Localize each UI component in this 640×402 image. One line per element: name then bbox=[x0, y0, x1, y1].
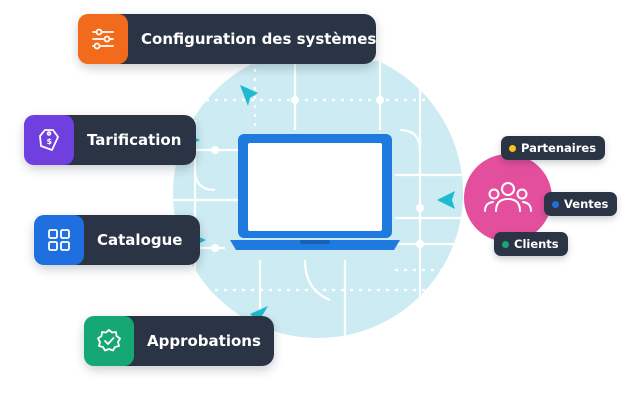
card-catalogue-label: Catalogue bbox=[97, 231, 183, 249]
users-icon bbox=[484, 182, 532, 212]
clients-dot bbox=[502, 240, 509, 248]
sliders-icon bbox=[92, 28, 114, 50]
card-catalogue: Catalogue bbox=[34, 215, 200, 265]
tag-ventes: Ventes bbox=[544, 192, 618, 216]
card-catalogue-tile bbox=[34, 215, 84, 265]
svg-text:$: $ bbox=[47, 137, 53, 146]
card-approbations-label: Approbations bbox=[147, 332, 261, 350]
card-approbations: Approbations bbox=[84, 316, 274, 366]
card-configuration-label: Configuration des systèmes bbox=[141, 30, 377, 48]
card-tarification-label: Tarification bbox=[87, 131, 182, 149]
tag-partenaires-label: Partenaires bbox=[521, 141, 597, 155]
price-tag-icon: $ bbox=[39, 129, 59, 151]
badge-check-icon bbox=[97, 329, 121, 352]
circuit-nodes bbox=[211, 96, 424, 252]
tag-partenaires: Partenaires bbox=[501, 136, 606, 160]
laptop-icon bbox=[230, 134, 400, 250]
card-tarification-tile: $ bbox=[24, 115, 74, 165]
tag-ventes-label: Ventes bbox=[564, 197, 609, 211]
card-configuration: Configuration des systèmes bbox=[78, 14, 376, 64]
ventes-dot bbox=[552, 200, 559, 208]
grid-icon bbox=[48, 229, 70, 251]
card-tarification: $ Tarification bbox=[24, 115, 196, 165]
tag-clients: Clients bbox=[494, 232, 568, 256]
arrow-pointer-top bbox=[240, 85, 258, 106]
card-approbations-tile bbox=[84, 316, 134, 366]
card-configuration-tile bbox=[78, 14, 128, 64]
tag-clients-label: Clients bbox=[514, 237, 559, 251]
arrow-pointer-right bbox=[437, 191, 455, 209]
partenaires-dot bbox=[509, 144, 516, 152]
arrow-pointer-bottom bbox=[250, 306, 268, 324]
